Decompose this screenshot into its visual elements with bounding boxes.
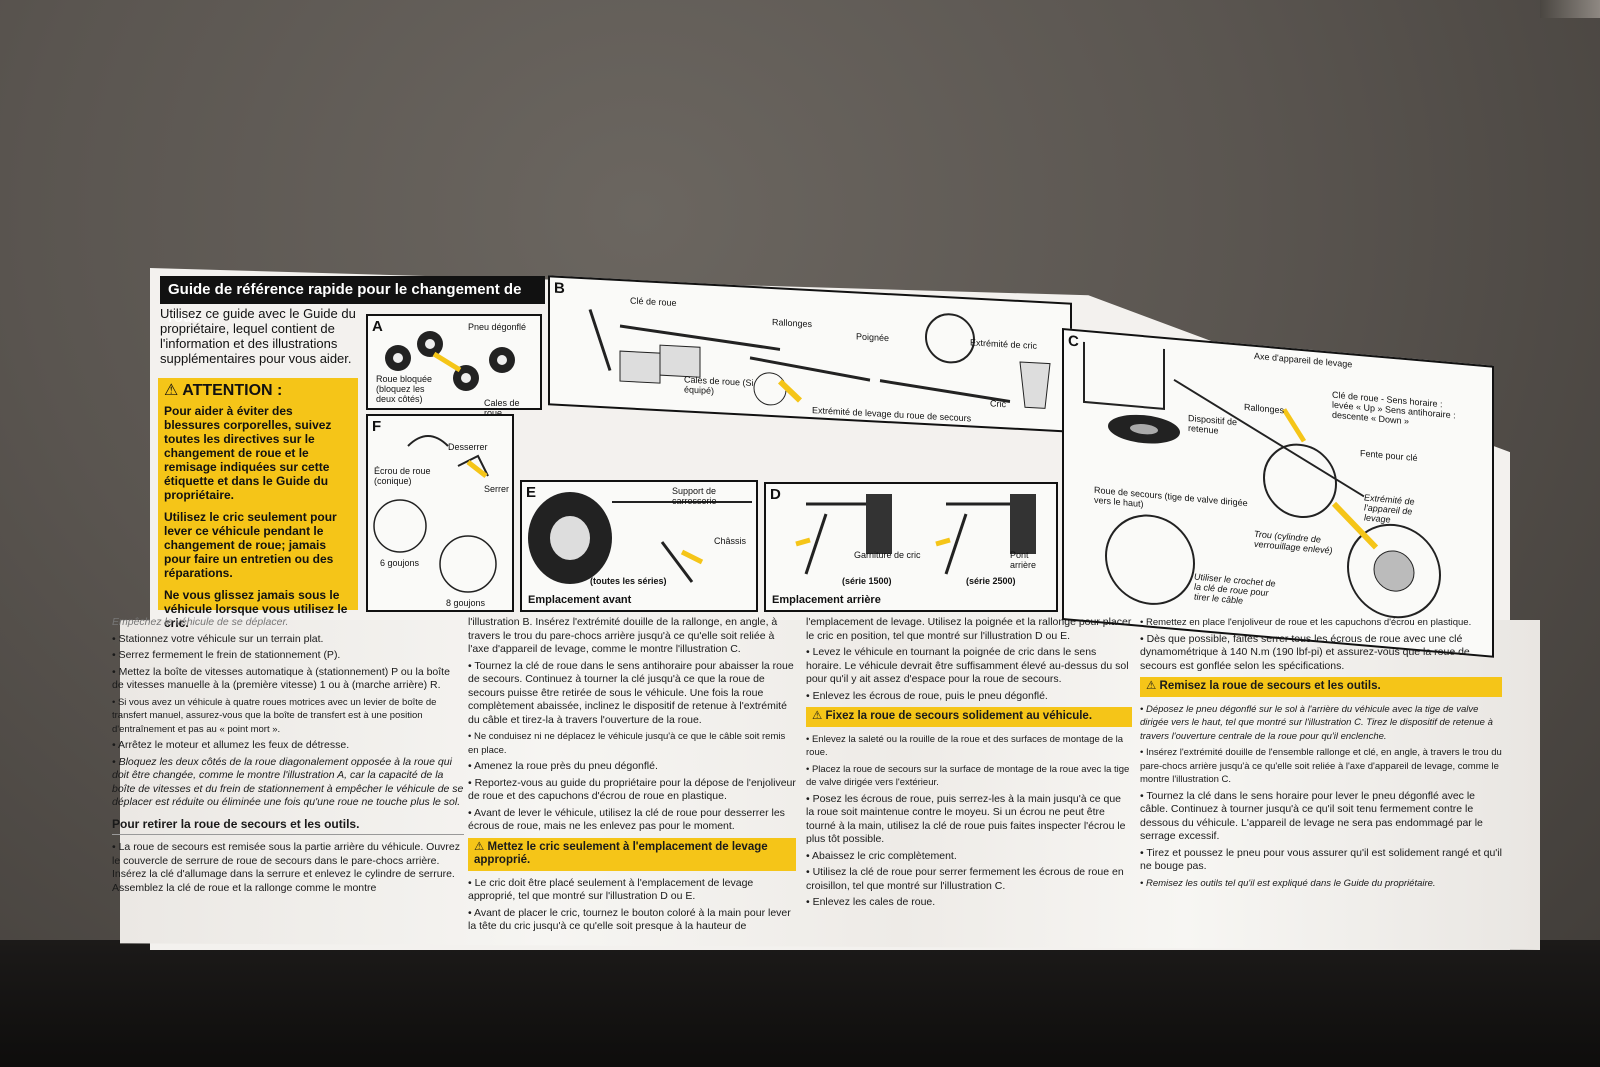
label-ecrou: Écrou de roue (conique) xyxy=(374,466,431,486)
label-cales-equipe: Cales de roue (Si équipé) xyxy=(684,374,754,396)
col1-line: • Mettez la boîte de vitesses automatiqu… xyxy=(112,665,450,692)
col1-line: • Bloquez les deux côtés de la roue diag… xyxy=(112,755,464,809)
background-ledge xyxy=(1540,0,1600,18)
col3-line: • Enlevez les écrous de roue, puis le pn… xyxy=(806,689,1048,702)
label-serie-2500: (série 2500) xyxy=(966,576,1016,586)
background-seat xyxy=(0,940,1600,1067)
panel-letter: E xyxy=(526,484,537,501)
label-cric: Cric xyxy=(990,398,1006,410)
col3-line: • Levez le véhicule en tournant la poign… xyxy=(806,646,1129,685)
label-6-goujons: 6 goujons xyxy=(380,558,420,568)
label-serie-1500: (série 1500) xyxy=(842,576,892,586)
label-chassis: Châssis xyxy=(714,536,747,546)
panel-c: C Axe d'appareil de levage Clé de roue -… xyxy=(1062,328,1494,658)
col1-line: • Arrêtez le moteur et allumez les feux … xyxy=(112,739,350,751)
col3-line: • Enlevez la saleté ou la rouille de la … xyxy=(806,733,1124,759)
col2-line: l'illustration B. Insérez l'extrémité do… xyxy=(468,616,778,655)
panel-letter: B xyxy=(554,279,565,298)
col2-line: • Reportez-vous au guide du propriétaire… xyxy=(468,776,796,803)
label-roue-bloquee: Roue bloquée (bloquez les deux côtés) xyxy=(376,374,433,404)
label-support-carrosserie: Support de carrosserie xyxy=(672,486,717,506)
col4-line: • Remisez les outils tel qu'il est expli… xyxy=(1140,877,1436,889)
attention-heading: ⚠ ATTENTION : xyxy=(164,382,283,399)
label-pneu-degonfle: Pneu dégonflé xyxy=(468,322,527,332)
text-column-2: l'illustration B. Insérez l'extrémité do… xyxy=(468,616,796,937)
label-8-goujons: 8 goujons xyxy=(446,598,486,608)
label-serrer: Serrer xyxy=(484,484,510,494)
attention-text-1: Pour aider à éviter des blessures corpor… xyxy=(164,404,332,502)
col2-line: • Avant de placer le cric, tournez le bo… xyxy=(468,906,791,933)
label-cales: Cales de roue xyxy=(484,398,520,418)
col3-line: l'emplacement de levage. Utilisez la poi… xyxy=(806,616,1132,642)
text-column-4: • Remettez en place l'enjoliveur de roue… xyxy=(1140,616,1502,893)
col3-line: • Placez la roue de secours sur la surfa… xyxy=(806,763,1130,789)
label-garniture: Garniture de cric xyxy=(854,550,921,560)
col1-heading: Pour retirer la roue de secours et les o… xyxy=(112,817,464,835)
label-extremite-appareil: Extrémité de l'appareil de levage xyxy=(1364,492,1415,525)
col4-line: • Insérez l'extrémité douille de l'ensem… xyxy=(1140,747,1502,785)
col2-heading: ⚠ Mettez le cric seulement à l'emplaceme… xyxy=(468,837,796,871)
caption-emplacement-avant: Emplacement avant xyxy=(528,594,632,606)
panel-d: D Garniture de cric Pont arrière (série … xyxy=(764,482,1058,612)
col1-paragraph: • La roue de secours est remisée sous la… xyxy=(112,841,461,894)
col3-heading: ⚠ Fixez la roue de secours solidement au… xyxy=(806,707,1132,727)
col2-line: • Amenez la roue près du pneu dégonflé. xyxy=(468,760,658,772)
label-toutes-series: (toutes les séries) xyxy=(590,576,667,586)
panel-letter: F xyxy=(372,418,382,435)
col1-line: • Si vous avez un véhicule à quatre roue… xyxy=(112,696,437,735)
lug-nut-pattern-illustration xyxy=(373,435,497,593)
col4-line: • Tournez la clé dans le sens horaire po… xyxy=(1140,789,1483,843)
label-poignee: Poignée xyxy=(856,331,890,344)
col2-line: • Ne conduisez ni ne déplacez le véhicul… xyxy=(468,731,786,756)
guide-sheet-lower xyxy=(120,620,1540,950)
col4-line: • Remettez en place l'enjoliveur de roue… xyxy=(1140,617,1472,628)
jack-tools-illustration xyxy=(588,309,1051,409)
label-pont: Pont arrière xyxy=(1010,550,1037,570)
col2-line: • Le cric doit être placé seulement à l'… xyxy=(468,876,754,903)
col2-line: • Avant de lever le véhicule, utilisez l… xyxy=(468,806,785,833)
col2-line: • Tournez la clé de roue dans le sens an… xyxy=(468,659,794,726)
attention-box: ⚠ ATTENTION : Pour aider à éviter des bl… xyxy=(158,378,358,630)
panel-f: F Desserrer Écrou de roue (conique) Serr… xyxy=(366,414,514,612)
panel-letter: A xyxy=(372,318,383,335)
panel-a: A Pneu dégonflé Roue bloquée (bloquez le… xyxy=(366,314,542,418)
col4-line: • Tirez et poussez le pneu pour vous ass… xyxy=(1140,846,1502,873)
spare-tire-illustration xyxy=(1083,341,1441,619)
label-desserrer: Desserrer xyxy=(448,442,488,452)
attention-text-3: Ne vous glissez jamais sous le véhicule … xyxy=(164,588,348,630)
col1-line: Empêchez le véhicule de se déplacer. xyxy=(112,616,289,628)
text-column-1: Empêchez le véhicule de se déplacer. • S… xyxy=(112,616,464,898)
rear-jack-location-illustration xyxy=(795,494,1036,575)
wheel-chock-illustration xyxy=(385,331,515,391)
col1-line: • Stationnez votre véhicule sur un terra… xyxy=(112,632,324,645)
panel-letter: C xyxy=(1068,332,1079,351)
panel-e: E Support de carrosserie Châssis (toutes… xyxy=(520,480,758,612)
col4-line: • Déposez le pneu dégonflé sur le sol à … xyxy=(1140,703,1493,742)
panel-b: B Clé de roue Rallonges Poignée Extrémit… xyxy=(548,275,1072,433)
guide-intro: Utilisez ce guide avec le Guide du propr… xyxy=(160,306,356,366)
panel-letter: D xyxy=(770,486,781,503)
label-rallonges: Rallonges xyxy=(772,317,813,330)
col4-heading: ⚠ Remisez la roue de secours et les outi… xyxy=(1140,677,1502,697)
guide-title: Guide de référence rapide pour le change… xyxy=(160,276,545,326)
caption-emplacement-arriere: Emplacement arrière xyxy=(772,594,881,606)
col1-line: • Serrez fermement le frein de stationne… xyxy=(112,649,341,661)
text-column-3: l'emplacement de levage. Utilisez la poi… xyxy=(806,616,1132,913)
col3-line: • Abaissez le cric complètement. xyxy=(806,849,957,862)
col3-line: • Utilisez la clé de roue pour serrer fe… xyxy=(806,866,1124,892)
col3-line: • Enlevez les cales de roue. xyxy=(806,896,936,908)
col3-line: • Posez les écrous de roue, puis serrez-… xyxy=(806,792,1126,846)
front-jack-location-illustration xyxy=(528,492,752,584)
col4-line: • Dès que possible, faites serrer tous l… xyxy=(1140,632,1470,672)
attention-text-2: Utilisez le cric seulement pour lever ce… xyxy=(164,510,337,580)
